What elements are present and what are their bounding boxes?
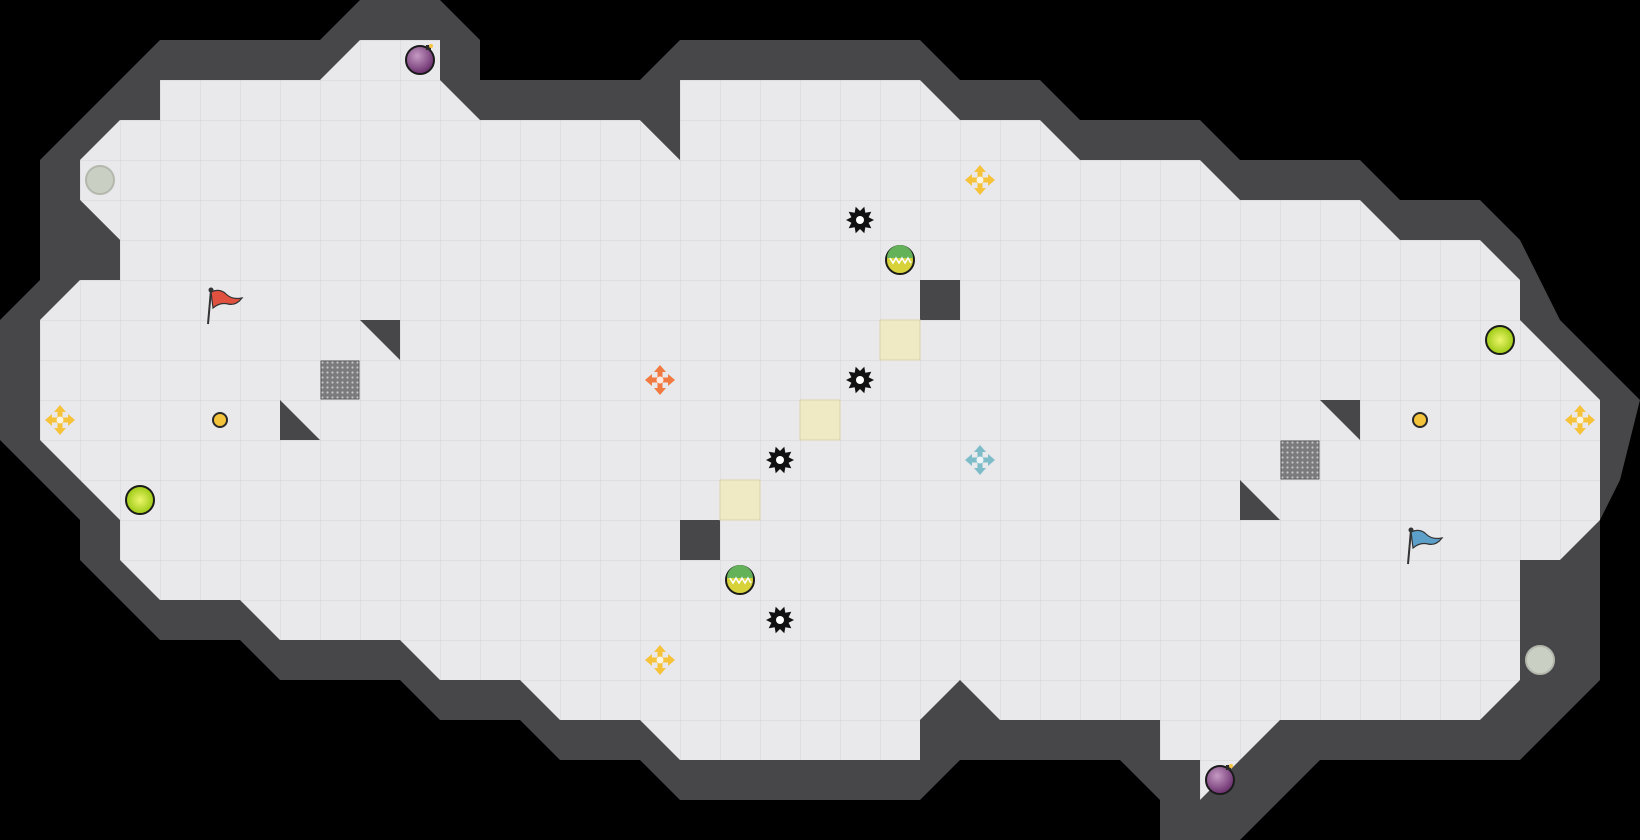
spike-icon [766, 606, 794, 634]
boost-arrows-icon [45, 405, 75, 435]
button-icon[interactable] [1412, 412, 1428, 428]
gate-tile [719, 479, 761, 521]
button-icon[interactable] [212, 412, 228, 428]
spike-icon [846, 366, 874, 394]
spike-icon [766, 446, 794, 474]
red-boost-arrows-icon [645, 365, 675, 395]
wall-notch [640, 120, 680, 160]
boost-arrows-icon [965, 165, 995, 195]
wall-notch [960, 680, 1000, 720]
wall-notch [80, 200, 120, 240]
diagonal-wall [360, 320, 400, 360]
bomb-icon [405, 44, 435, 75]
diagonal-wall [1320, 400, 1360, 440]
diagonal-wall [1240, 480, 1280, 520]
portal-inactive-icon [1525, 645, 1555, 675]
gate-tile [879, 319, 921, 361]
object-layer [45, 44, 1595, 795]
rolling-bomb-icon [885, 245, 915, 275]
gate-tile [799, 399, 841, 441]
blue-boost-arrows-icon [965, 445, 995, 475]
wall-block [920, 280, 960, 320]
boost-arrows-icon [645, 645, 675, 675]
powerup-orb-icon [125, 485, 155, 515]
wall-notch [1520, 560, 1560, 640]
bomb-tile [1280, 440, 1320, 480]
red-flag-icon [207, 287, 244, 325]
diagonal-wall [280, 400, 320, 440]
tile-layer [320, 319, 1320, 521]
bomb-tile [320, 360, 360, 400]
bomb-icon [1205, 764, 1235, 795]
blue-flag-icon [1407, 527, 1444, 565]
spike-icon [846, 206, 874, 234]
wall-block [680, 520, 720, 560]
boost-arrows-icon [1565, 405, 1595, 435]
portal-inactive-icon [85, 165, 115, 195]
rolling-bomb-icon [725, 565, 755, 595]
powerup-orb-icon [1485, 325, 1515, 355]
